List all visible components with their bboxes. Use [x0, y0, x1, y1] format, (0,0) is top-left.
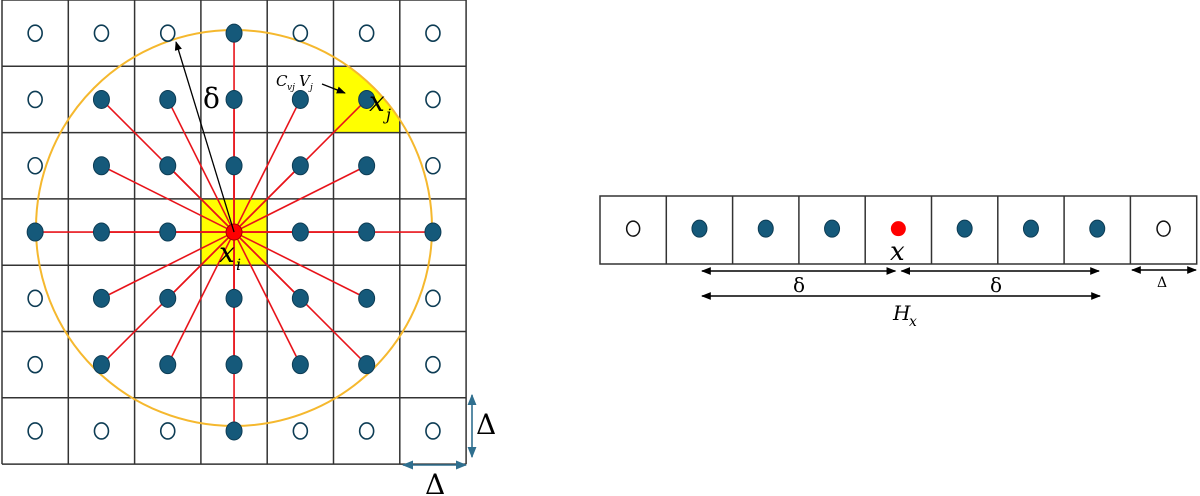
- left-annotations: [174, 41, 477, 470]
- family-node: [225, 421, 243, 441]
- svg-text:H: H: [892, 301, 911, 325]
- delta-left-label: δ: [793, 273, 805, 297]
- svg-text:C: C: [276, 72, 288, 90]
- lattice-grid-1d: [599, 195, 1198, 265]
- family-node: [225, 355, 243, 375]
- cell-width-label-1d: Δ: [1157, 275, 1167, 291]
- cell-width-label: Δ: [425, 468, 445, 496]
- delta-right-label: δ: [990, 273, 1002, 297]
- family-node: [291, 355, 309, 375]
- family-node: [92, 288, 110, 308]
- x-j-label: x j: [369, 85, 391, 124]
- svg-text:x: x: [219, 236, 235, 269]
- outside-node: [27, 156, 43, 175]
- outside-node: [425, 355, 441, 374]
- bond: [167, 99, 235, 233]
- family-node: [291, 222, 309, 242]
- family-node: [225, 23, 243, 43]
- outside-node: [159, 24, 176, 42]
- delta-radius-arrow: [174, 41, 235, 233]
- svg-text:x: x: [909, 314, 917, 330]
- partial-volume-arrow: [321, 83, 346, 94]
- outside-node: [27, 289, 43, 308]
- family-node: [159, 288, 177, 308]
- family-node: [757, 219, 774, 238]
- bond: [167, 231, 235, 366]
- svg-text:vj: vj: [287, 83, 295, 93]
- family-node: [225, 156, 243, 176]
- family-node: [358, 222, 376, 242]
- outside-node: [625, 220, 641, 237]
- outside-node: [425, 289, 441, 308]
- cell-height-label: Δ: [476, 408, 496, 441]
- family-node: [92, 156, 110, 176]
- bond: [233, 231, 368, 300]
- delta-label: δ: [203, 82, 220, 115]
- svg-text:x: x: [369, 85, 385, 118]
- outside-node: [358, 24, 375, 42]
- family-node: [358, 355, 376, 375]
- right-annotations: [701, 266, 1197, 300]
- family-node: [1022, 219, 1039, 238]
- partial-volume-label: C vj V j: [276, 72, 313, 93]
- horizon-label: H x: [892, 301, 917, 330]
- svg-text:V: V: [299, 72, 312, 90]
- family-node: [691, 219, 708, 238]
- svg-text:i: i: [236, 255, 241, 274]
- family-node: [92, 89, 110, 109]
- outside-node: [425, 422, 441, 440]
- outside-node: [27, 355, 43, 374]
- family-node: [824, 219, 841, 238]
- svg-text:j: j: [308, 83, 313, 93]
- outside-node: [425, 156, 441, 175]
- family-node: [424, 222, 442, 242]
- bond: [233, 231, 302, 366]
- bond: [167, 165, 235, 233]
- bond: [101, 231, 235, 300]
- outside-node: [159, 422, 176, 440]
- outside-node: [425, 24, 441, 42]
- family-node: [92, 355, 110, 375]
- outside-node: [27, 422, 43, 440]
- family-node: [1089, 219, 1106, 238]
- family-node: [291, 89, 309, 109]
- outside-node: [27, 24, 43, 42]
- family-node: [159, 355, 177, 375]
- outside-node: [292, 24, 309, 42]
- outside-node: [93, 422, 110, 440]
- outside-node: [27, 90, 43, 109]
- material-points-2d: [26, 23, 442, 441]
- svg-text:j: j: [383, 105, 391, 124]
- family-node: [358, 89, 376, 109]
- bond: [233, 165, 301, 233]
- family-node: [159, 89, 177, 109]
- x-label: x: [890, 237, 905, 267]
- family-node: [225, 288, 243, 308]
- family-node: [26, 222, 44, 242]
- family-node: [956, 219, 973, 238]
- family-node: [159, 156, 177, 176]
- bond: [233, 99, 302, 233]
- family-node: [291, 288, 309, 308]
- center-node: [890, 221, 906, 237]
- family-node: [358, 288, 376, 308]
- x-i-label: x i: [219, 236, 241, 274]
- outside-node: [93, 24, 110, 42]
- bond: [233, 165, 368, 233]
- outside-node: [1156, 220, 1171, 237]
- outside-node: [292, 422, 309, 440]
- family-node: [159, 222, 177, 242]
- material-points-1d: [625, 219, 1171, 238]
- family-node: [358, 156, 376, 176]
- strip-border: [599, 195, 1198, 265]
- bond: [101, 165, 235, 233]
- outside-node: [425, 90, 441, 109]
- family-node: [92, 222, 110, 242]
- family-node: [291, 156, 309, 176]
- family-node: [225, 89, 243, 109]
- outside-node: [358, 422, 375, 440]
